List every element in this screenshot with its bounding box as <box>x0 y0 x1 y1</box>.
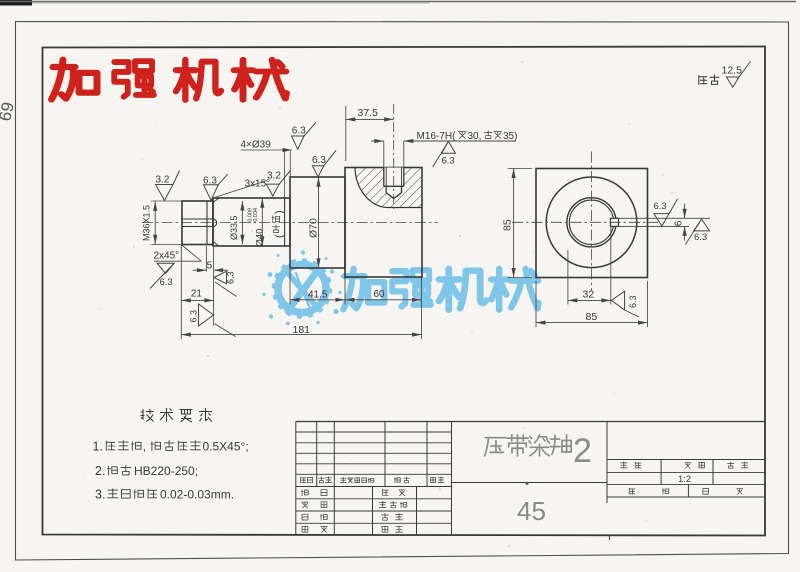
svg-text:181: 181 <box>293 324 311 336</box>
svg-text:1:2: 1:2 <box>678 474 691 485</box>
svg-text:6.3: 6.3 <box>189 310 199 323</box>
svg-text:41.5: 41.5 <box>308 290 328 301</box>
svg-text:,: , <box>143 440 146 454</box>
svg-text:4×Ø39: 4×Ø39 <box>241 139 272 150</box>
svg-text:6.3: 6.3 <box>160 277 173 288</box>
svg-text:6.3: 6.3 <box>203 175 217 186</box>
svg-text:2: 2 <box>573 432 592 470</box>
svg-text:6.3: 6.3 <box>292 125 306 136</box>
svg-text:6.3: 6.3 <box>312 155 326 166</box>
svg-text:Ø33.5: Ø33.5 <box>229 215 239 240</box>
svg-text:6.3: 6.3 <box>442 155 455 166</box>
svg-text:45: 45 <box>517 496 546 526</box>
svg-text:3.: 3. <box>95 488 105 502</box>
svg-text:2.: 2. <box>95 464 105 478</box>
svg-text:35): 35) <box>503 131 517 142</box>
svg-text:HB220-250;: HB220-250; <box>134 464 198 478</box>
svg-text:6.3: 6.3 <box>226 271 236 284</box>
svg-text:3.2: 3.2 <box>156 174 170 185</box>
svg-text:Ø40: Ø40 <box>255 229 266 247</box>
svg-text:6.3: 6.3 <box>628 295 638 308</box>
svg-text:6.3: 6.3 <box>654 201 667 212</box>
svg-text:): ) <box>274 210 286 214</box>
svg-text:21: 21 <box>191 289 203 300</box>
svg-text:30,: 30, <box>468 131 482 142</box>
svg-text:32: 32 <box>583 289 595 301</box>
svg-text:2x45°: 2x45° <box>154 251 180 262</box>
svg-text:M16-7H(: M16-7H( <box>417 131 457 142</box>
svg-text:69: 69 <box>0 100 18 122</box>
svg-text:0.02-0.03mm.: 0.02-0.03mm. <box>160 488 234 502</box>
svg-text:12.5: 12.5 <box>722 65 743 77</box>
svg-text:60: 60 <box>374 289 386 300</box>
svg-text:1.: 1. <box>93 440 103 454</box>
svg-text:5: 5 <box>207 260 213 271</box>
svg-text:6.3: 6.3 <box>694 232 707 243</box>
svg-text:85: 85 <box>586 311 598 323</box>
svg-text:(: ( <box>274 234 286 238</box>
svg-text:6: 6 <box>674 220 685 226</box>
svg-text:0.5X45°;: 0.5X45°; <box>203 440 249 454</box>
svg-text:37.5: 37.5 <box>358 107 379 119</box>
svg-text:-0.009: -0.009 <box>248 208 254 224</box>
svg-text:-0.034: -0.034 <box>253 208 259 224</box>
svg-text:85: 85 <box>502 219 514 231</box>
svg-text:Ø70: Ø70 <box>308 218 320 238</box>
svg-text:3.2: 3.2 <box>267 170 281 181</box>
svg-text:M36X1.5: M36X1.5 <box>142 205 152 241</box>
